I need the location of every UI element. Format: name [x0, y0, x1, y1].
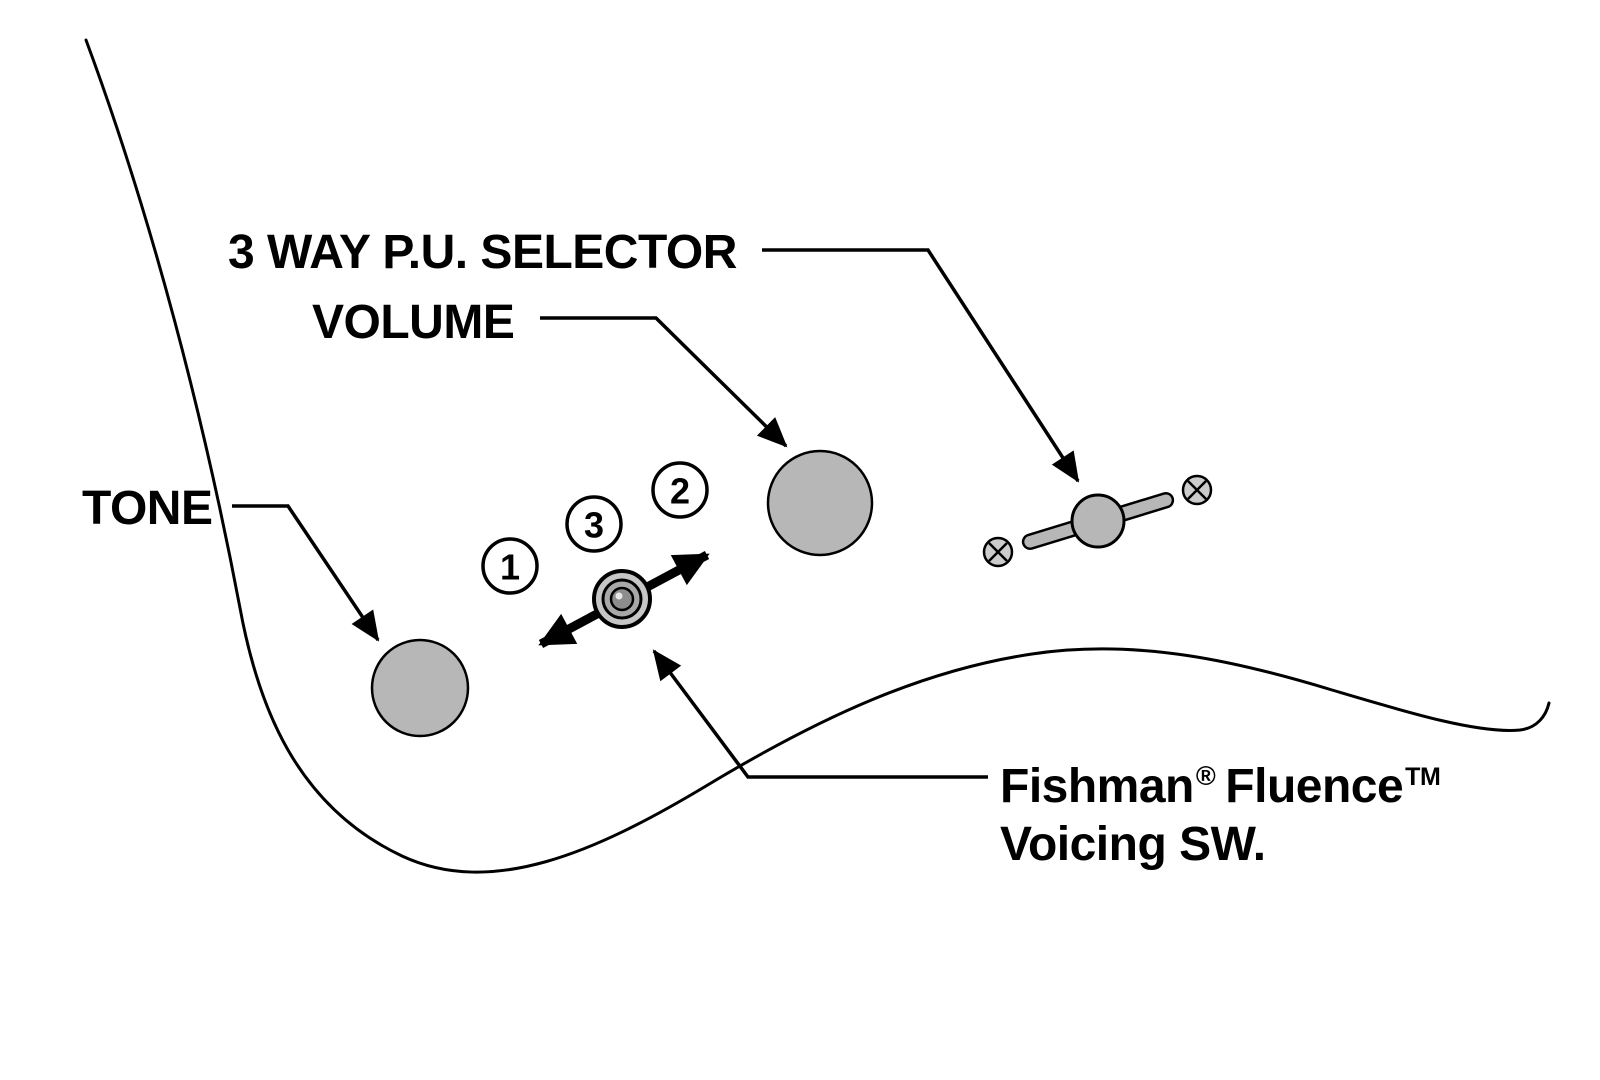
pickup-selector-screw-left [982, 536, 1014, 568]
screw-left-cross-2 [988, 542, 1008, 562]
fishman-brand-text: Fishman [1000, 760, 1194, 813]
tone-leader-arrow [232, 504, 380, 642]
fishman-product-text: Fluence [1225, 760, 1403, 813]
selector-label: 3 WAY P.U. SELECTOR [228, 226, 737, 279]
position-badge-1-number: 1 [500, 547, 520, 588]
trademark-mark: TM [1405, 763, 1440, 791]
position-badge-3: 3 [565, 495, 623, 553]
tone-knob [370, 638, 470, 738]
position-badge-1: 1 [481, 537, 539, 595]
fishman-fluence-label: Fishman® FluenceTM [1000, 760, 1440, 813]
voicing-switch-core [609, 586, 635, 612]
volume-label: VOLUME [312, 296, 514, 349]
volume-knob [766, 449, 874, 557]
voicing-switch-highlight [615, 592, 623, 600]
registered-mark: ® [1196, 761, 1216, 791]
position-badge-2: 2 [651, 461, 709, 519]
position-badge-1-circle [481, 537, 539, 595]
voicing-sw-label: Voicing SW. [1000, 818, 1266, 871]
guitar-body-outline [84, 38, 1551, 874]
position-badge-2-circle [651, 461, 709, 519]
selector-leader-arrow [762, 248, 1080, 483]
position-badge-3-number: 3 [584, 505, 604, 546]
voicing-leader-arrow [652, 649, 988, 779]
screw-right-cross-2 [1187, 480, 1207, 500]
pickup-selector-screw-right [1181, 474, 1213, 506]
position-badge-2-number: 2 [670, 471, 690, 512]
volume-leader-arrow [540, 316, 788, 448]
position-badge-3-circle [565, 495, 623, 553]
pickup-selector-knob [1070, 493, 1126, 549]
pickup-selector-switch [982, 474, 1213, 568]
tone-label: TONE [82, 482, 212, 535]
voicing-switch [592, 569, 652, 629]
